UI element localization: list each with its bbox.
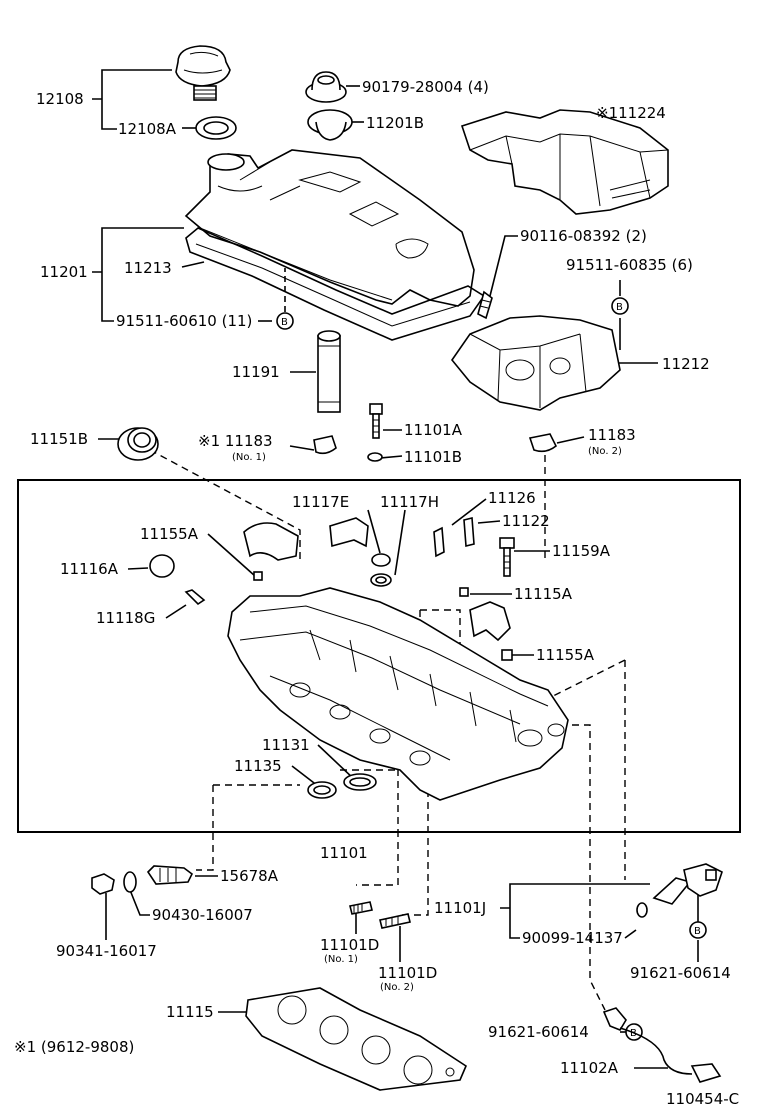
label-11122: 11122 — [502, 512, 550, 530]
label-12108a: 12108A — [118, 120, 177, 138]
cam-position-sensor — [652, 863, 723, 905]
label-11212: 11212 — [662, 355, 710, 373]
cylinder-head-cover — [184, 149, 475, 307]
label-11183-no2-note: (No. 2) — [588, 446, 622, 457]
bolt-marker-label-1: B — [281, 317, 288, 328]
label-11183-no2: 11183 — [588, 426, 636, 444]
head-gasket — [245, 987, 468, 1091]
label-11155a-mid: 11155A — [536, 646, 595, 664]
label-11101d-no2: 11101D — [378, 964, 437, 982]
label-11101: 11101 — [320, 844, 368, 862]
label-11155a-top: 11155A — [140, 525, 199, 543]
label-11118g: 11118G — [96, 609, 155, 627]
label-12108: 12108 — [36, 90, 84, 108]
bolt-marker-1 — [276, 312, 294, 330]
cylinder-head-frame — [17, 479, 741, 833]
engine-cover — [460, 109, 669, 215]
label-111224: ※111224 — [596, 104, 666, 122]
label-11116a: 11116A — [60, 560, 119, 578]
label-11126: 11126 — [488, 489, 536, 507]
bolt-marker-2 — [611, 297, 629, 315]
label-91621-a: 91621-60614 — [630, 964, 731, 982]
label-11131: 11131 — [262, 736, 310, 754]
label-11101b: 11101B — [404, 448, 462, 466]
label-91621-b: 91621-60614 — [488, 1023, 589, 1041]
oil-filler-cap — [175, 45, 231, 101]
label-11201b: 11201B — [366, 114, 424, 132]
label-90341: 90341-16017 — [56, 942, 157, 960]
cylinder-head — [227, 587, 569, 801]
label-11213: 11213 — [124, 259, 172, 277]
bolt-marker-4 — [625, 1023, 643, 1041]
label-11151b: 11151B — [30, 430, 88, 448]
label-11117h: 11117H — [380, 493, 439, 511]
label-11101a: 11101A — [404, 421, 463, 439]
bolt-marker-3 — [689, 921, 707, 939]
label-11102a: 11102A — [560, 1059, 619, 1077]
label-11117e: 11117E — [292, 493, 349, 511]
label-11101j: 11101J — [434, 899, 486, 917]
label-15678a: 15678A — [220, 867, 279, 885]
bolt-marker-label-3: B — [694, 926, 701, 937]
part-drawings: B B B B — [91, 45, 723, 1091]
temperature-sensor — [146, 865, 194, 885]
label-11101d-no2-note: (No. 2) — [380, 982, 414, 993]
oil-seal — [117, 427, 159, 461]
crank-position-sensor — [602, 1007, 722, 1083]
label-11159a: 11159A — [552, 542, 611, 560]
label-11115a: 11115A — [514, 585, 573, 603]
label-11115: 11115 — [166, 1003, 214, 1021]
label-91511-60610: 91511-60610 (11) — [116, 312, 252, 330]
insulator-tube — [317, 330, 341, 413]
label-90179: 90179-28004 (4) — [362, 78, 489, 96]
bolt-marker-label-2: B — [616, 302, 623, 313]
label-11191: 11191 — [232, 363, 280, 381]
label-90116: 90116-08392 (2) — [520, 227, 647, 245]
label-11101d-no1: 11101D — [320, 936, 379, 954]
label-11183-no1-note: (No. 1) — [232, 452, 266, 463]
part-labels: 12108 12108A 90179-28004 (4) 11201B ※111… — [14, 78, 739, 1108]
label-11183-no1: ※1 11183 — [198, 432, 273, 450]
label-90430: 90430-16007 — [152, 906, 253, 924]
label-11101d-no1-note: (No. 1) — [324, 954, 358, 965]
camshaft-housing — [450, 315, 621, 411]
grommet — [305, 71, 347, 103]
figure-id: 110454-C — [666, 1090, 739, 1108]
label-90099: 90099-14137 — [522, 929, 623, 947]
label-11201: 11201 — [40, 263, 88, 281]
footnote: ※1 (9612-9808) — [14, 1038, 134, 1056]
label-11135: 11135 — [234, 757, 282, 775]
label-91511-60835: 91511-60835 (6) — [566, 256, 693, 274]
